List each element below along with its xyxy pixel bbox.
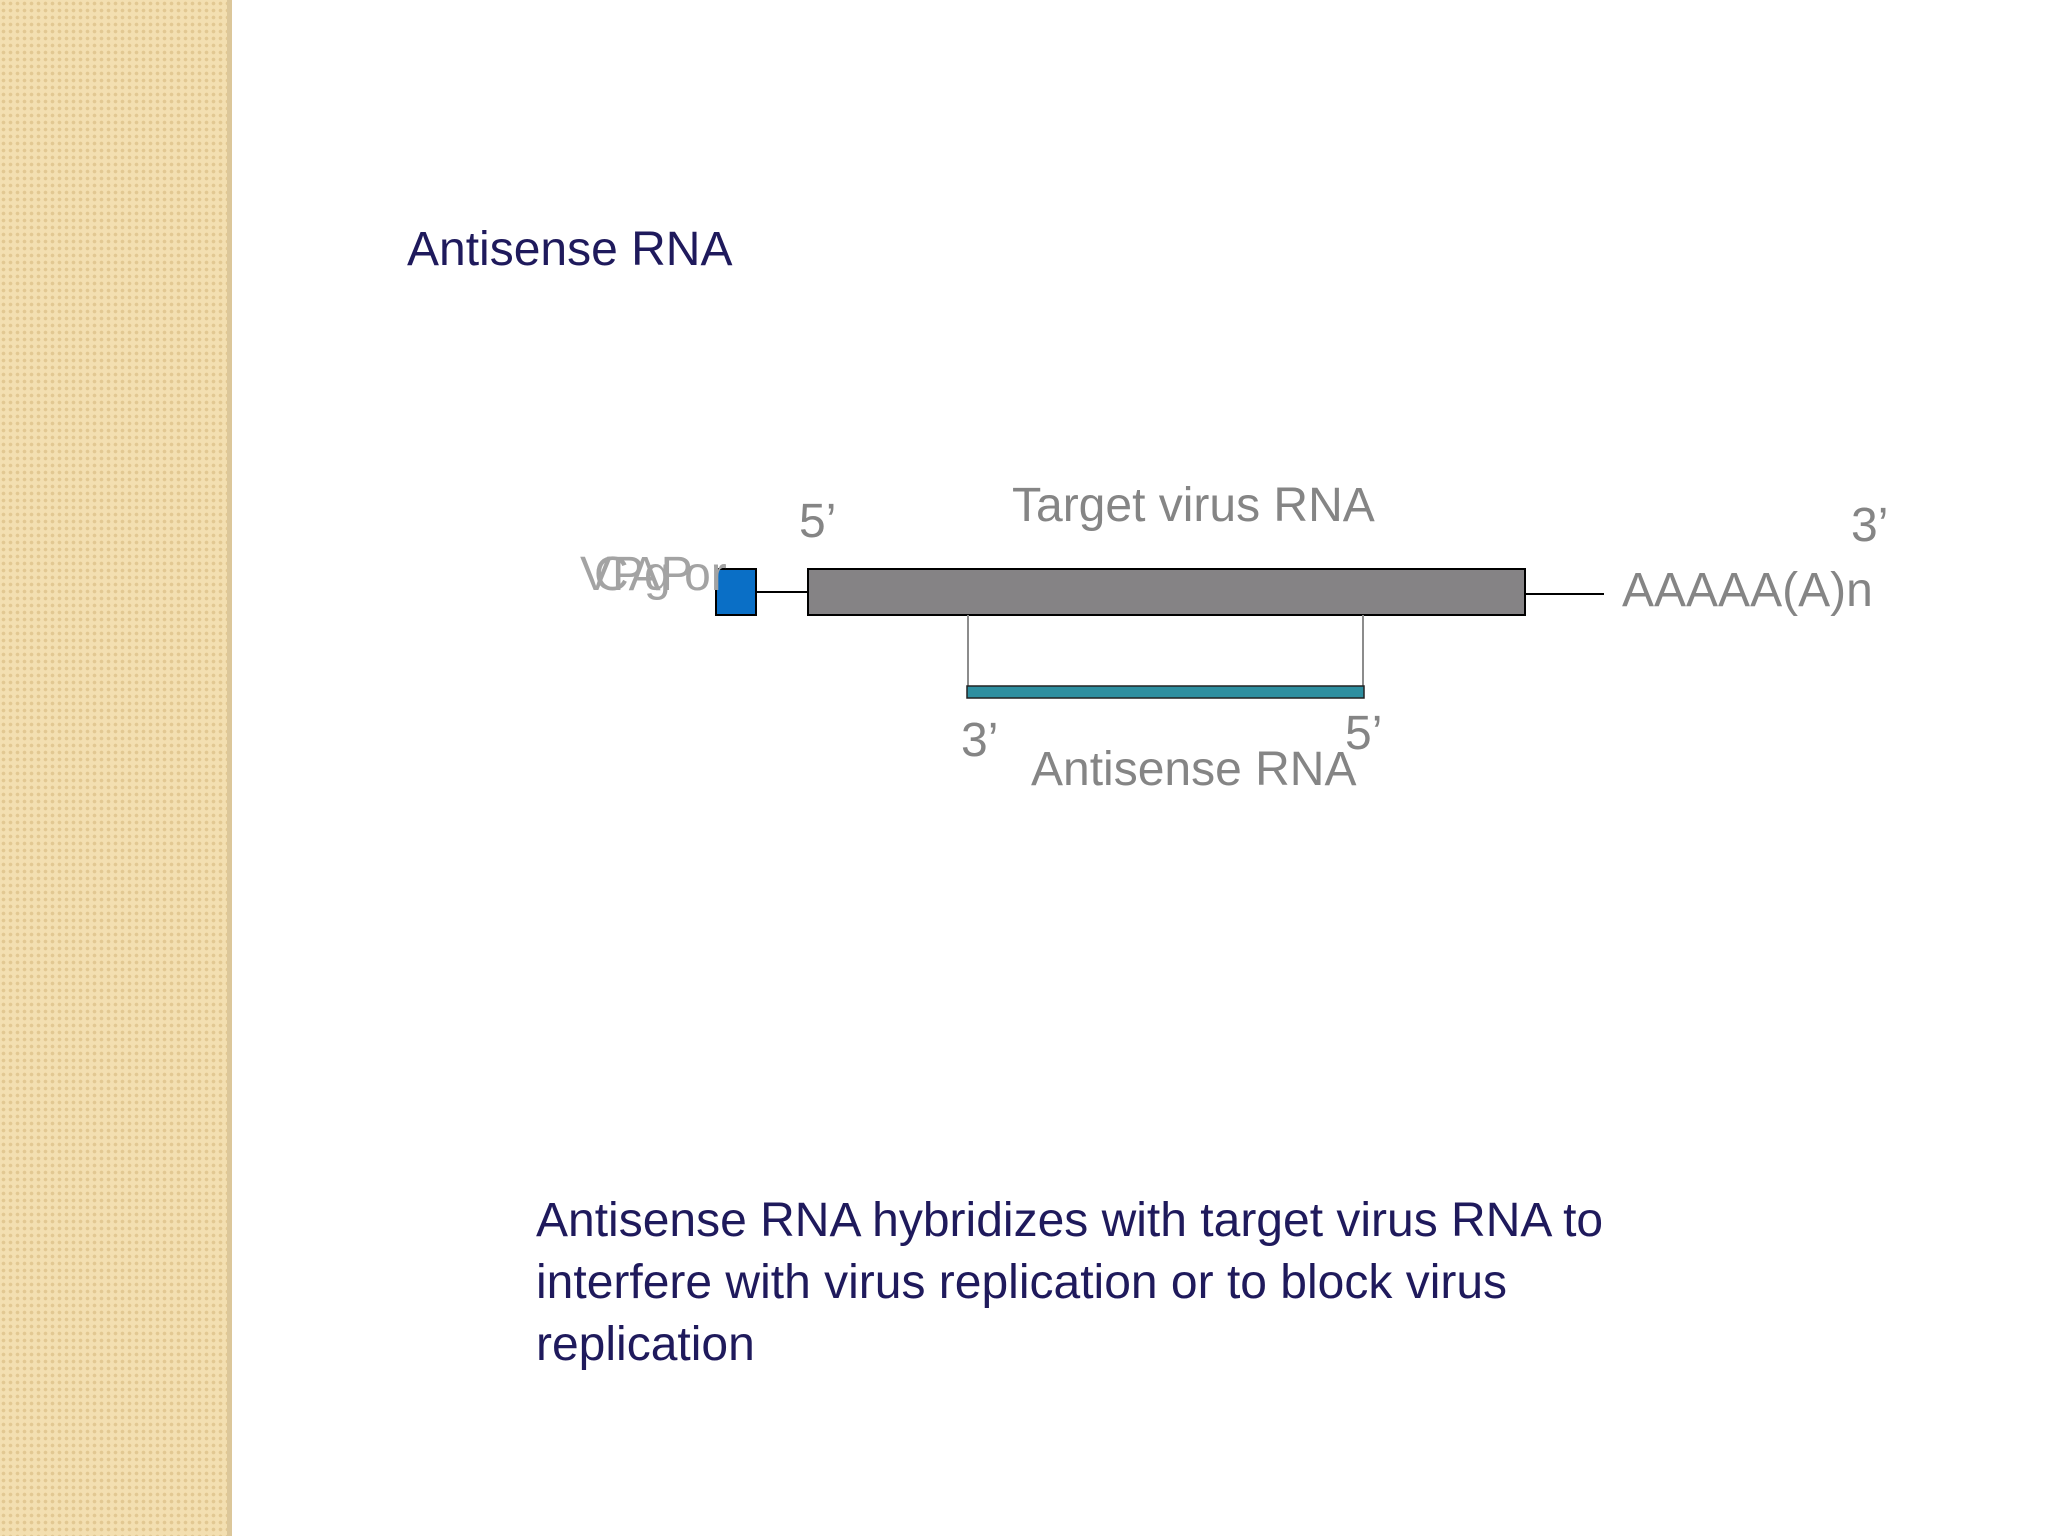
antisense-five-prime-label: 5’ xyxy=(1345,707,1383,760)
antisense-three-prime-label: 3’ xyxy=(961,714,999,767)
antisense-rna-strand xyxy=(966,685,1365,699)
cap-label-line-2: CAP xyxy=(594,548,693,601)
target-rna-bar xyxy=(807,568,1526,616)
slide-title: Antisense RNA xyxy=(407,223,733,276)
target-five-prime-label: 5’ xyxy=(799,495,837,548)
cap-label-line-1: VPg or xyxy=(580,548,727,601)
target-rna-label: Target virus RNA xyxy=(1012,479,1375,532)
cap-box xyxy=(715,568,757,616)
antisense-rna-label: Antisense RNA xyxy=(1031,743,1357,796)
decorative-side-strip xyxy=(0,0,227,1536)
target-three-prime-label: 3’ xyxy=(1851,499,1889,552)
side-strip-edge xyxy=(227,0,232,1536)
slide-caption: Antisense RNA hybridizes with target vir… xyxy=(536,1194,1604,1371)
poly-a-label: AAAAA(A)n xyxy=(1622,564,1873,617)
